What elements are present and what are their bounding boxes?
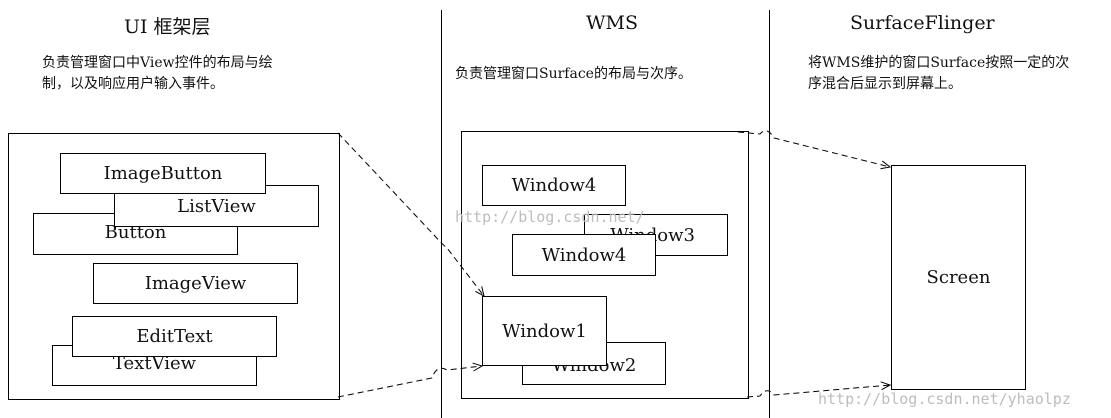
column-divider-right xyxy=(769,10,770,418)
imageview-widget: ImageView xyxy=(93,263,298,304)
window1: Window1 xyxy=(482,296,607,366)
connector-wms-bottom-to-screen xyxy=(746,385,890,398)
window4-middle: Window4 xyxy=(512,234,656,276)
screen-box: Screen xyxy=(891,165,1026,390)
ui-layer-title: UI 框架层 xyxy=(124,16,211,38)
surfaceflinger-description: 将WMS维护的窗口Surface按照一定的次 序混合后显示到屏幕上。 xyxy=(808,53,1108,95)
connector-ui-top-to-window1 xyxy=(337,132,484,296)
wms-description: 负责管理窗口Surface的布局与次序。 xyxy=(455,66,692,82)
imagebutton-widget: ImageButton xyxy=(60,153,266,194)
connector-ui-bottom-to-window1 xyxy=(337,366,482,398)
sf-desc-line-2: 序混合后显示到屏幕上。 xyxy=(808,76,962,92)
watermark-bottom: http://blog.csdn.net/yhaolpz xyxy=(818,390,1071,408)
watermark-middle: http://blog.csdn.net/ xyxy=(455,208,645,226)
wms-title: WMS xyxy=(586,12,638,34)
connector-wms-top-to-screen xyxy=(737,130,890,167)
surfaceflinger-title: SurfaceFlinger xyxy=(850,12,995,34)
textview-widget: TextView xyxy=(52,345,257,386)
window4-top: Window4 xyxy=(482,165,626,206)
sf-desc-line-1: 将WMS维护的窗口Surface按照一定的次 xyxy=(808,55,1070,71)
ui-desc-line-1: 负责管理窗口中View控件的布局与绘 xyxy=(42,55,273,71)
edittext-widget: EditText xyxy=(72,316,277,357)
column-divider-left xyxy=(441,10,442,418)
ui-layer-description: 负责管理窗口中View控件的布局与绘 制，以及响应用户输入事件。 xyxy=(42,53,342,95)
ui-desc-line-2: 制，以及响应用户输入事件。 xyxy=(42,76,224,92)
